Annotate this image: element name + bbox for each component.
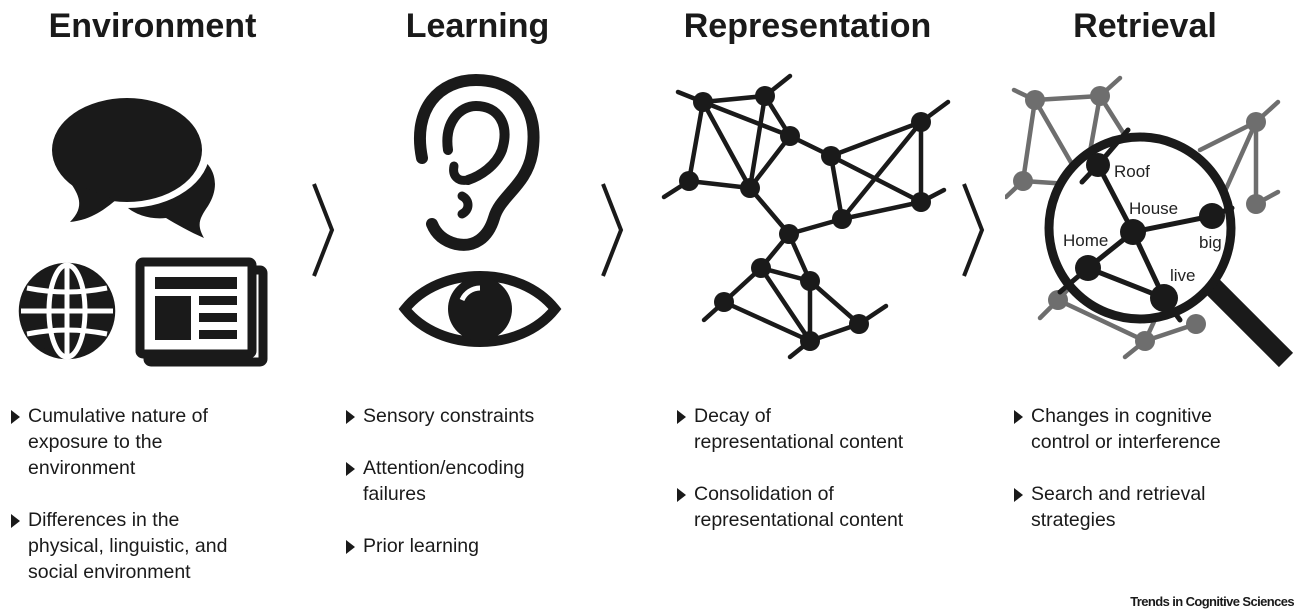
representation-factors: Decay of representational content Consol…	[676, 403, 976, 559]
word-node-home: Home	[1063, 231, 1108, 250]
journal-brand: Trends in Cognitive Sciences	[1130, 594, 1294, 609]
stage-title-learning: Learning	[405, 7, 550, 45]
environment-illustration	[18, 92, 268, 367]
retrieval-factors: Changes in cognitive control or interfer…	[1013, 403, 1293, 559]
list-item: Sensory constraints	[345, 403, 605, 429]
triangle-bullet-icon	[346, 410, 355, 424]
eye-icon	[398, 271, 562, 347]
learning-factors: Sensory constraints Attention/encoding f…	[345, 403, 605, 585]
list-item: Decay of representational content	[676, 403, 976, 455]
list-item: Changes in cognitive control or interfer…	[1013, 403, 1293, 455]
word-node-roof: Roof	[1114, 162, 1150, 181]
triangle-bullet-icon	[1014, 488, 1023, 502]
list-item: Attention/encoding failures	[345, 455, 605, 507]
learning-illustration	[398, 73, 562, 347]
stage-title-representation: Representation	[683, 7, 932, 45]
ear-icon	[414, 73, 540, 251]
word-node-live: live	[1170, 266, 1196, 285]
word-node-big: big	[1199, 233, 1222, 252]
network-icon	[661, 73, 951, 360]
stage-title-retrieval: Retrieval	[1073, 7, 1217, 45]
triangle-bullet-icon	[346, 540, 355, 554]
chevron-right-icon	[962, 183, 985, 277]
newspaper-icon	[135, 257, 268, 367]
triangle-bullet-icon	[11, 410, 20, 424]
chevron-right-icon	[601, 183, 624, 277]
list-item: Search and retrieval strategies	[1013, 481, 1293, 533]
triangle-bullet-icon	[346, 462, 355, 476]
stage-title-environment: Environment	[48, 7, 257, 45]
chevron-right-icon	[312, 183, 335, 277]
triangle-bullet-icon	[11, 514, 20, 528]
triangle-bullet-icon	[677, 488, 686, 502]
list-item: Prior learning	[345, 533, 605, 559]
magnifier-icon: Roof House Home big live	[1005, 75, 1294, 368]
globe-icon	[18, 262, 116, 360]
triangle-bullet-icon	[677, 410, 686, 424]
list-item: Cumulative nature of exposure to the env…	[10, 403, 310, 481]
list-item: Consolidation of representational conten…	[676, 481, 976, 533]
environment-factors: Cumulative nature of exposure to the env…	[10, 403, 310, 611]
word-node-house: House	[1129, 199, 1178, 218]
triangle-bullet-icon	[1014, 410, 1023, 424]
list-item: Differences in the physical, linguistic,…	[10, 507, 310, 585]
speech-bubbles-icon	[44, 92, 215, 238]
